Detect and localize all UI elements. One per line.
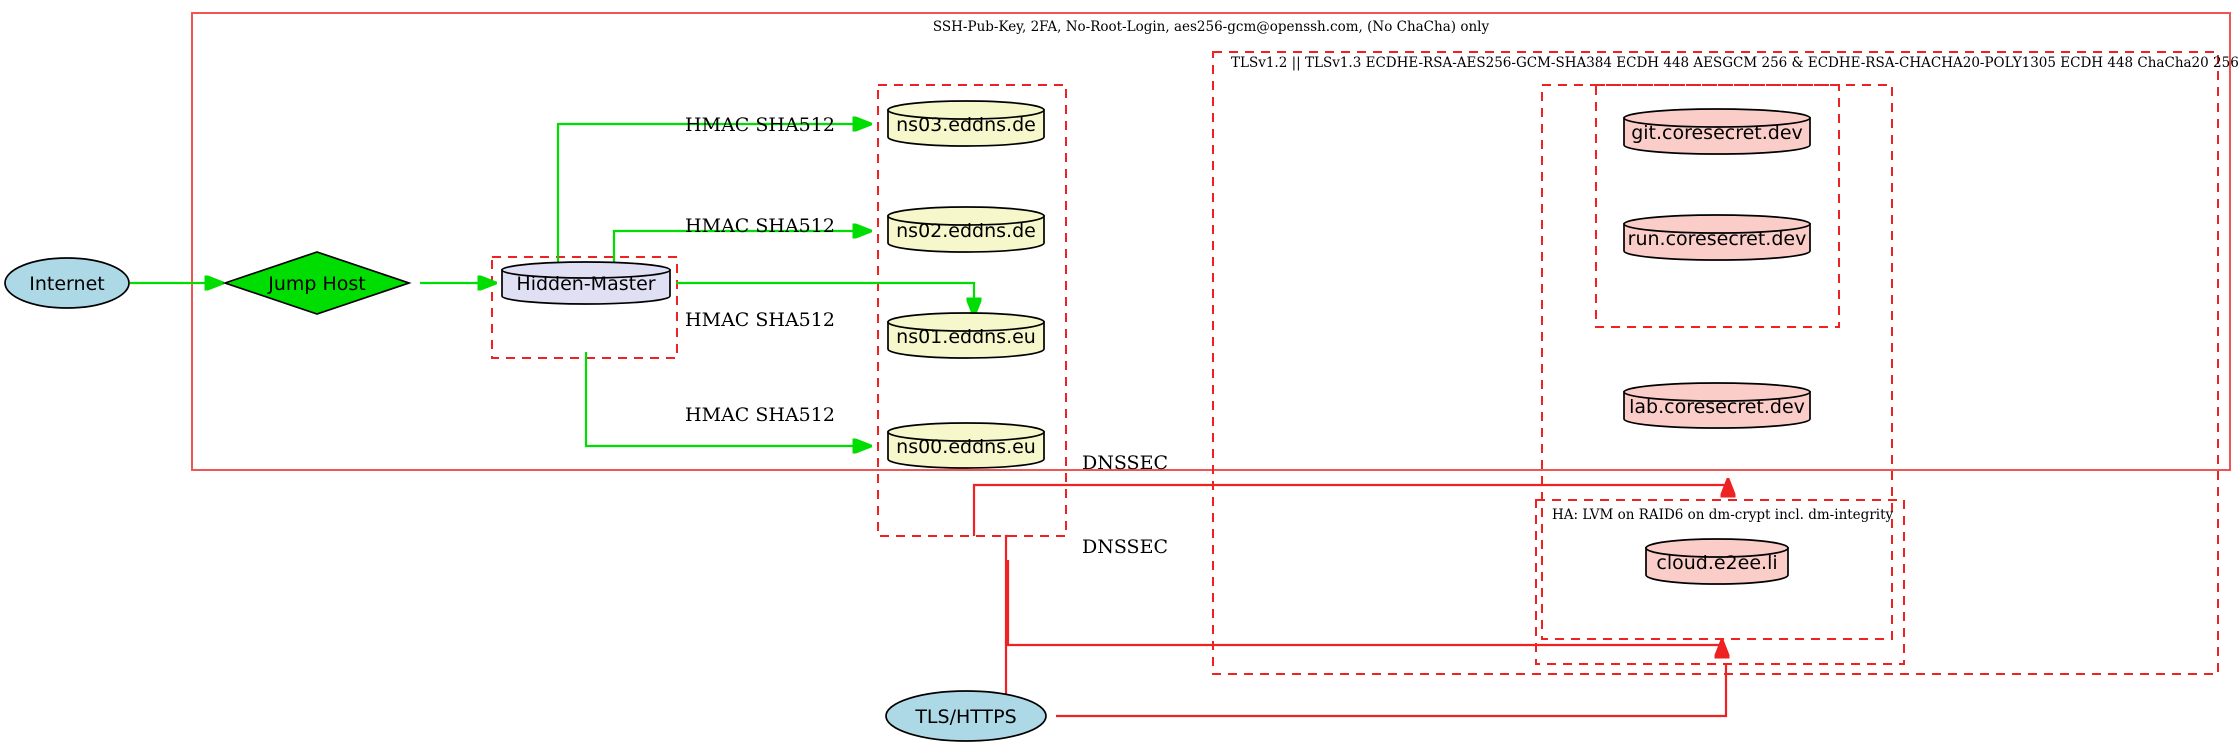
node-run-label: run.coresecret.dev (1628, 228, 1807, 250)
node-git-label: git.coresecret.dev (1631, 122, 1803, 144)
edge-label-hmac-ns00: HMAC SHA512 (685, 404, 835, 426)
cluster-ssh-outer (191, 12, 2231, 471)
cluster-ha (1535, 499, 1905, 665)
node-run[interactable]: run.coresecret.dev (1623, 214, 1811, 261)
node-ns00[interactable]: ns00.eddns.eu (887, 422, 1045, 469)
node-hidden-master[interactable]: Hidden-Master (501, 261, 671, 305)
edge-label-hmac-ns02: HMAC SHA512 (685, 215, 835, 237)
node-hidden-master-label: Hidden-Master (516, 273, 655, 295)
node-cloud-label: cloud.e2ee.li (1656, 552, 1777, 574)
edge-master-ns02 (612, 231, 870, 267)
node-tls-https[interactable]: TLS/HTTPS (885, 690, 1047, 742)
edge-label-hmac-ns01: HMAC SHA512 (685, 309, 835, 331)
edge-label-hmac-ns03: HMAC SHA512 (685, 114, 835, 136)
edge-dnssec-upper (972, 480, 1728, 536)
node-tls-https-label: TLS/HTTPS (914, 706, 1016, 728)
edge-tls-rightlink (1056, 664, 1728, 718)
edge-label-dnssec-upper: DNSSEC (1082, 452, 1168, 474)
edge-master-ns03 (556, 124, 870, 267)
cluster-ssh-outer-label: SSH-Pub-Key, 2FA, No-Root-Login, aes256-… (933, 19, 1490, 35)
edge-master-ns00 (584, 352, 870, 446)
edge-dnssec-lower (1006, 560, 1722, 645)
node-ns03[interactable]: ns03.eddns.de (887, 100, 1045, 147)
node-internet[interactable]: Internet (4, 257, 130, 309)
edge-label-dnssec-lower: DNSSEC (1082, 536, 1168, 558)
node-ns03-label: ns03.eddns.de (896, 114, 1036, 136)
node-ns00-label: ns00.eddns.eu (896, 436, 1036, 458)
node-cloud[interactable]: cloud.e2ee.li (1645, 538, 1789, 585)
node-jump-host[interactable]: Jump Host (222, 251, 412, 315)
node-ns01[interactable]: ns01.eddns.eu (887, 312, 1045, 359)
cluster-ha-label: HA: LVM on RAID6 on dm-crypt incl. dm-in… (1552, 507, 1894, 523)
node-jump-host-label: Jump Host (267, 273, 366, 295)
node-ns02[interactable]: ns02.eddns.de (887, 206, 1045, 253)
node-ns02-label: ns02.eddns.de (896, 220, 1036, 242)
edge-master-ns01 (676, 281, 974, 315)
node-git[interactable]: git.coresecret.dev (1623, 108, 1811, 155)
cluster-tls-label: TLSv1.2 || TLSv1.3 ECDHE-RSA-AES256-GCM-… (1231, 55, 2239, 71)
cluster-tls (1212, 51, 2219, 675)
node-lab-label: lab.coresecret.dev (1629, 396, 1805, 418)
node-ns01-label: ns01.eddns.eu (896, 326, 1036, 348)
node-lab[interactable]: lab.coresecret.dev (1623, 382, 1811, 429)
cluster-coresecret (1595, 84, 1840, 328)
edge-tls-uplink (1004, 534, 1008, 700)
node-internet-label: Internet (29, 273, 104, 295)
